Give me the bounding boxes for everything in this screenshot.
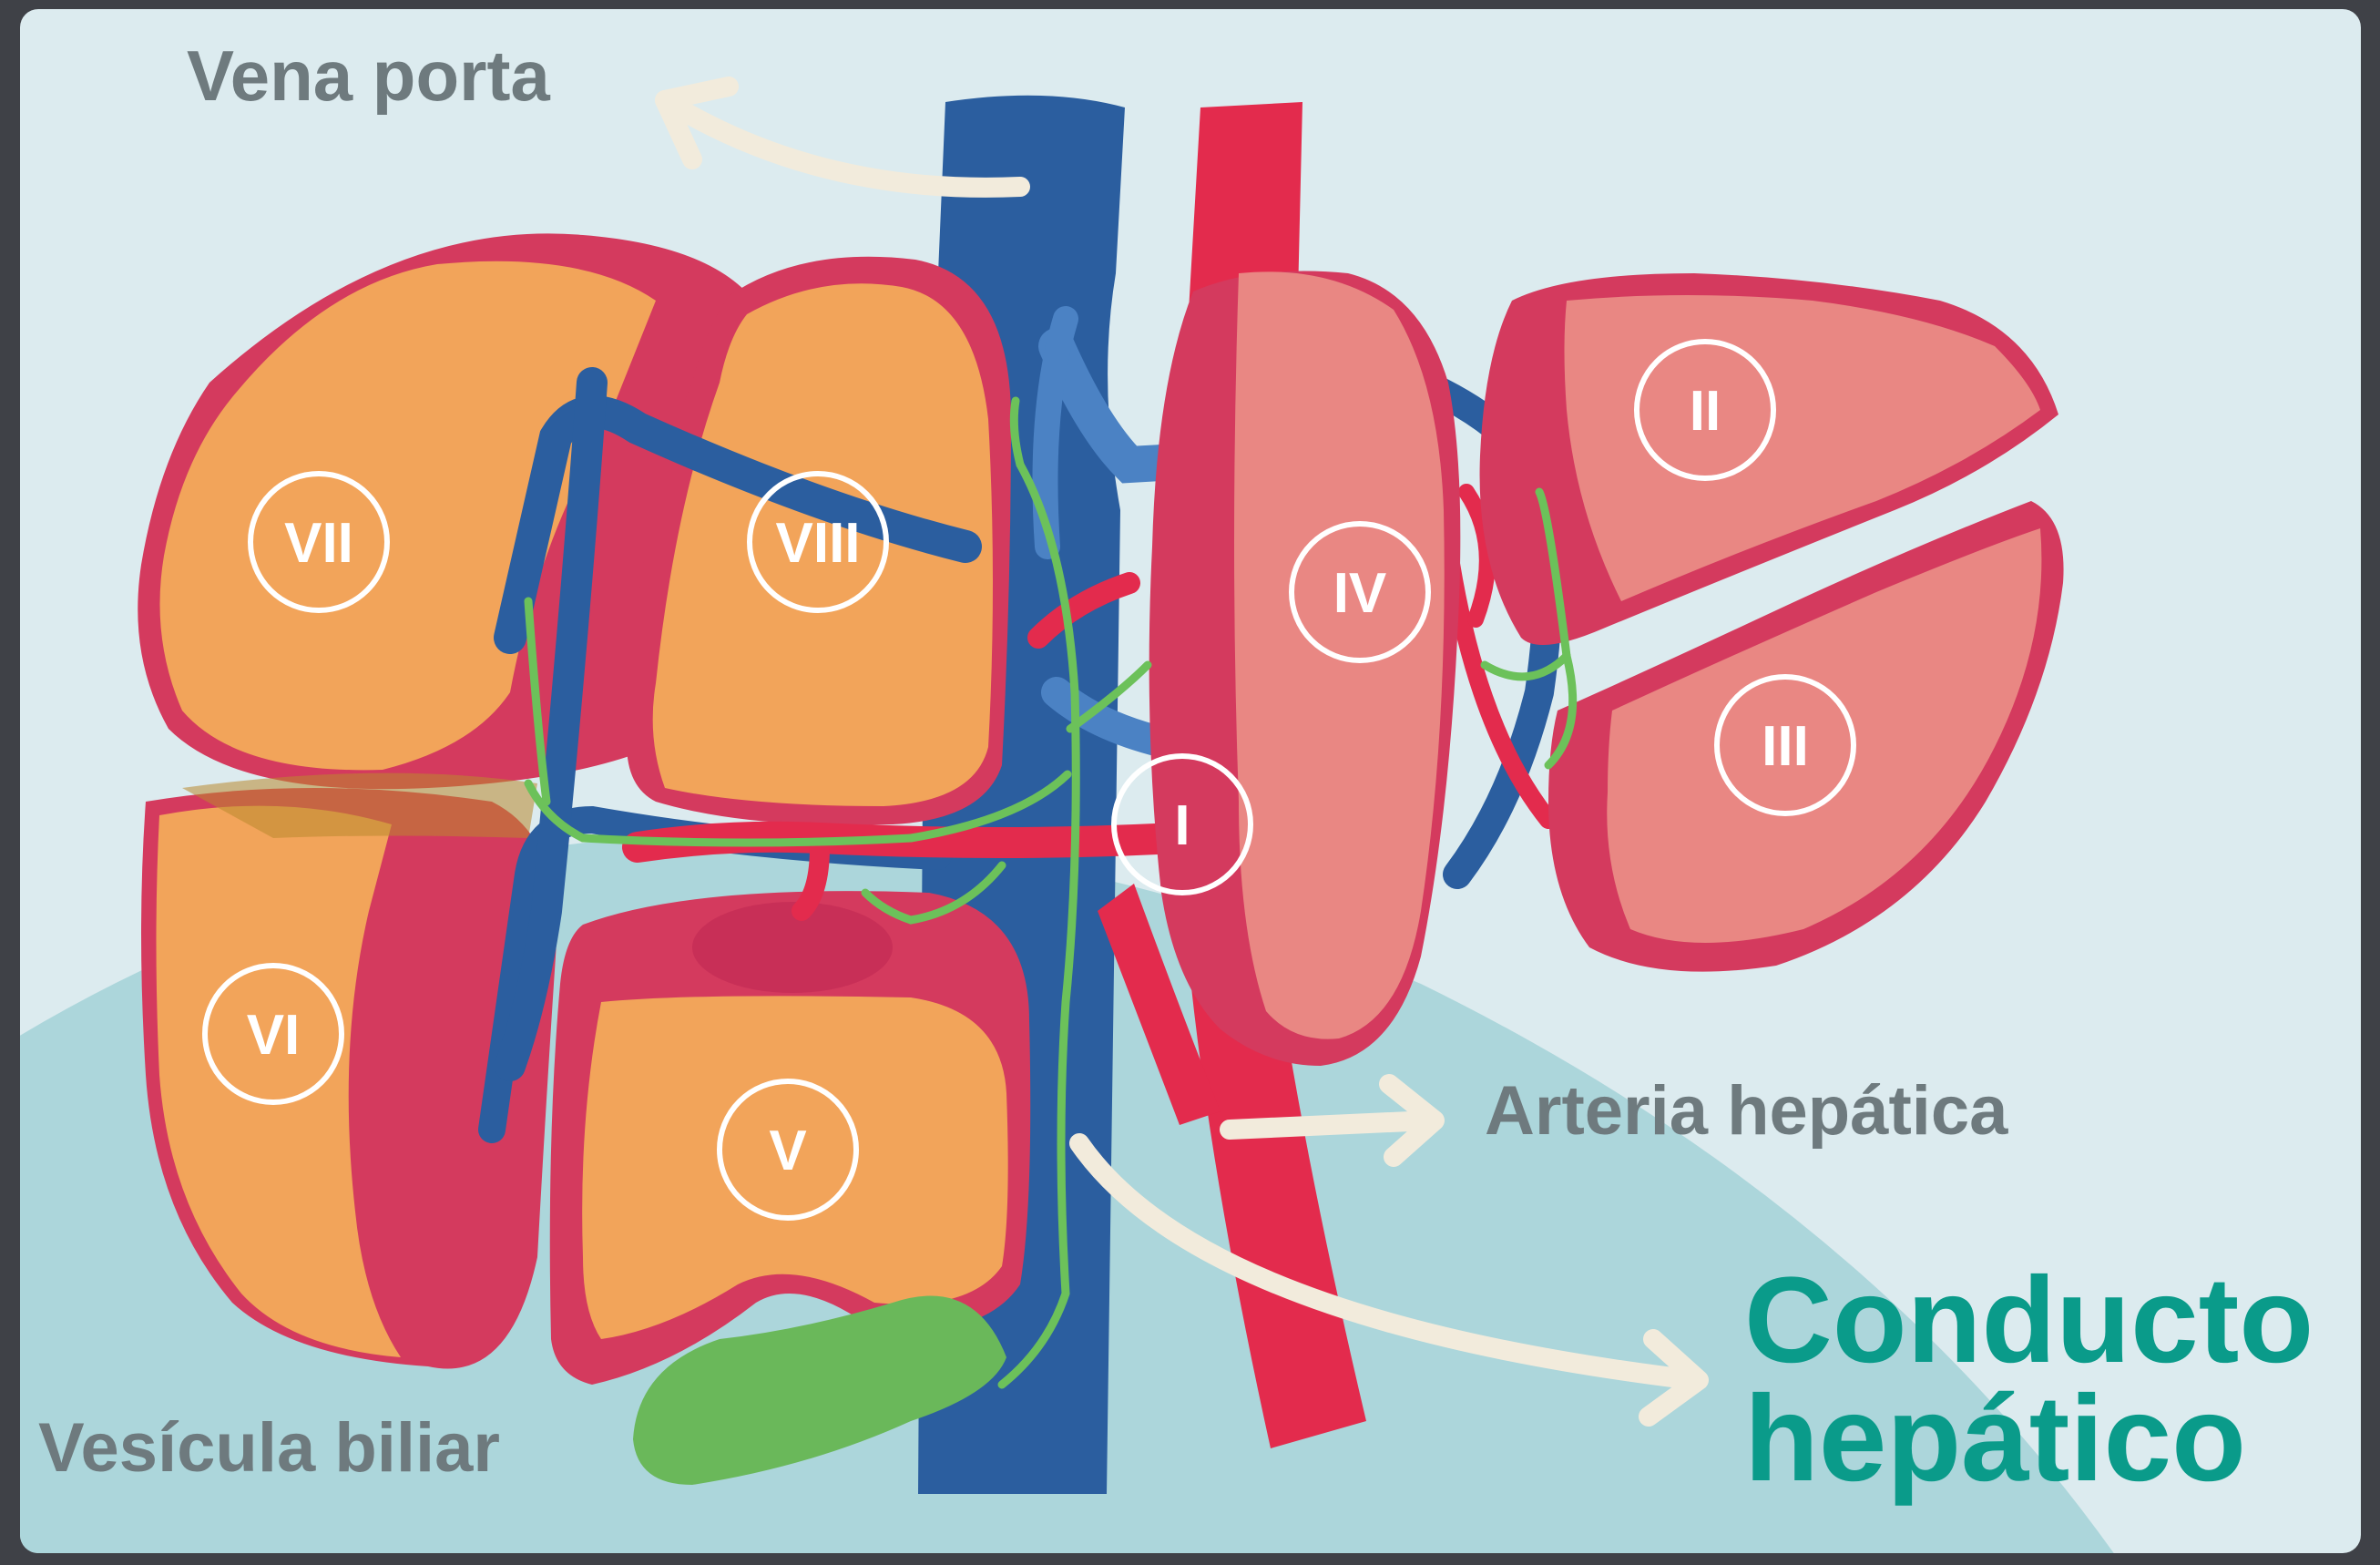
portal-vein-label: Vena porta bbox=[187, 36, 550, 116]
segment-v-label: V bbox=[769, 1120, 806, 1182]
segment-iii-label: III bbox=[1762, 715, 1809, 778]
hepatic-artery-arrow-line bbox=[1230, 1120, 1430, 1130]
segment-viii-label: VIII bbox=[775, 512, 860, 575]
segment-ii-label: II bbox=[1690, 380, 1721, 443]
hepatic-duct-label-line2: hepático bbox=[1744, 1371, 2246, 1507]
hepatic-duct-label-line1: Conducto bbox=[1744, 1253, 2314, 1388]
segment-vii-label: VII bbox=[284, 512, 353, 575]
segment-i-label: I bbox=[1174, 794, 1190, 857]
segment-iv-label: IV bbox=[1333, 562, 1387, 625]
gallbladder-label: Vesícula biliar bbox=[38, 1409, 500, 1487]
diagram-panel: VII VIII VI V I IV II III Vena porta Art… bbox=[0, 9, 2361, 1565]
segment-vi-label: VI bbox=[247, 1004, 301, 1067]
hepatic-artery-label: Arteria hepática bbox=[1485, 1072, 2008, 1150]
segment-v-top-shadow bbox=[692, 902, 893, 993]
